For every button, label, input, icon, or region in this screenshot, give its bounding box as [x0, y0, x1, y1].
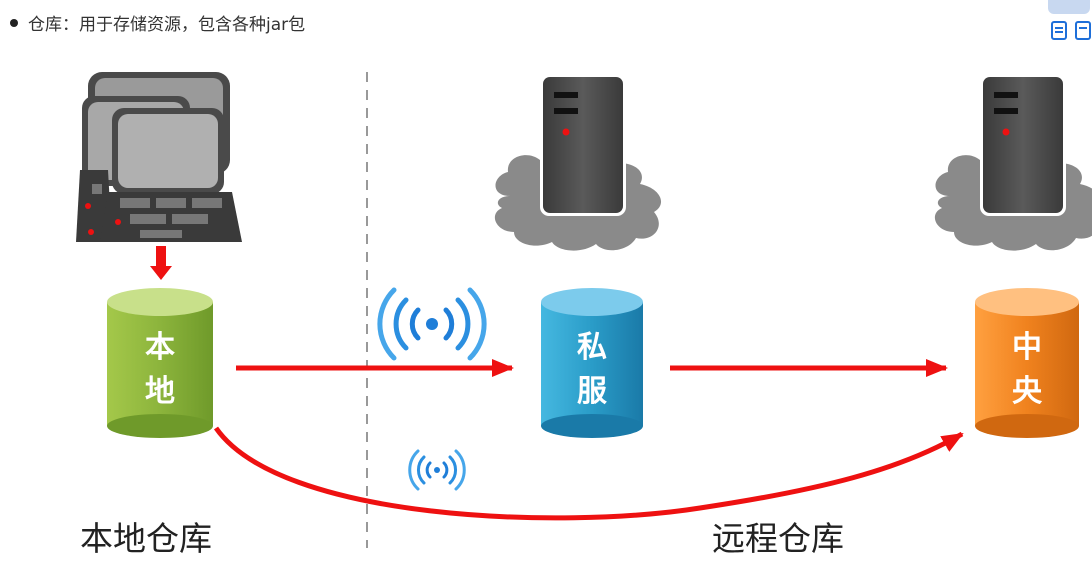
local-repo-label: 本 地 [107, 326, 213, 414]
central-repo-cylinder [975, 288, 1079, 438]
header-text: 仓库：用于存储资源，包含各种jar包 [28, 15, 306, 35]
wireless-signal-icon [377, 287, 487, 361]
local-repo-label-line1: 本 [145, 330, 175, 365]
document-icon[interactable] [1048, 20, 1092, 42]
private-repo-label-line2: 服 [577, 374, 607, 409]
local-section-label: 本地仓库 [80, 519, 212, 558]
private-server-icon [494, 74, 662, 251]
corner-toolbar [1042, 0, 1092, 50]
corner-tab[interactable] [1048, 0, 1090, 14]
remote-section-label: 远程仓库 [712, 519, 844, 558]
central-repo-label-line2: 央 [1012, 374, 1042, 409]
central-repo-label: 中 央 [975, 326, 1079, 414]
wireless-signal-icon-small [408, 449, 466, 491]
private-repo-label: 私 服 [541, 326, 643, 414]
private-repo-cylinder [541, 288, 643, 438]
download-arrow [150, 246, 172, 280]
local-to-central-arrow [213, 426, 964, 521]
local-repo-label-line2: 地 [145, 374, 175, 409]
central-repo-label-line1: 中 [1012, 330, 1042, 365]
computer-cluster-icon [76, 72, 242, 242]
header-bullet: 仓库：用于存储资源，包含各种jar包 [10, 10, 305, 35]
central-server-icon [934, 74, 1092, 251]
private-repo-label-line1: 私 [577, 330, 607, 365]
local-repo-cylinder [107, 288, 213, 438]
bullet-dot [10, 18, 18, 27]
